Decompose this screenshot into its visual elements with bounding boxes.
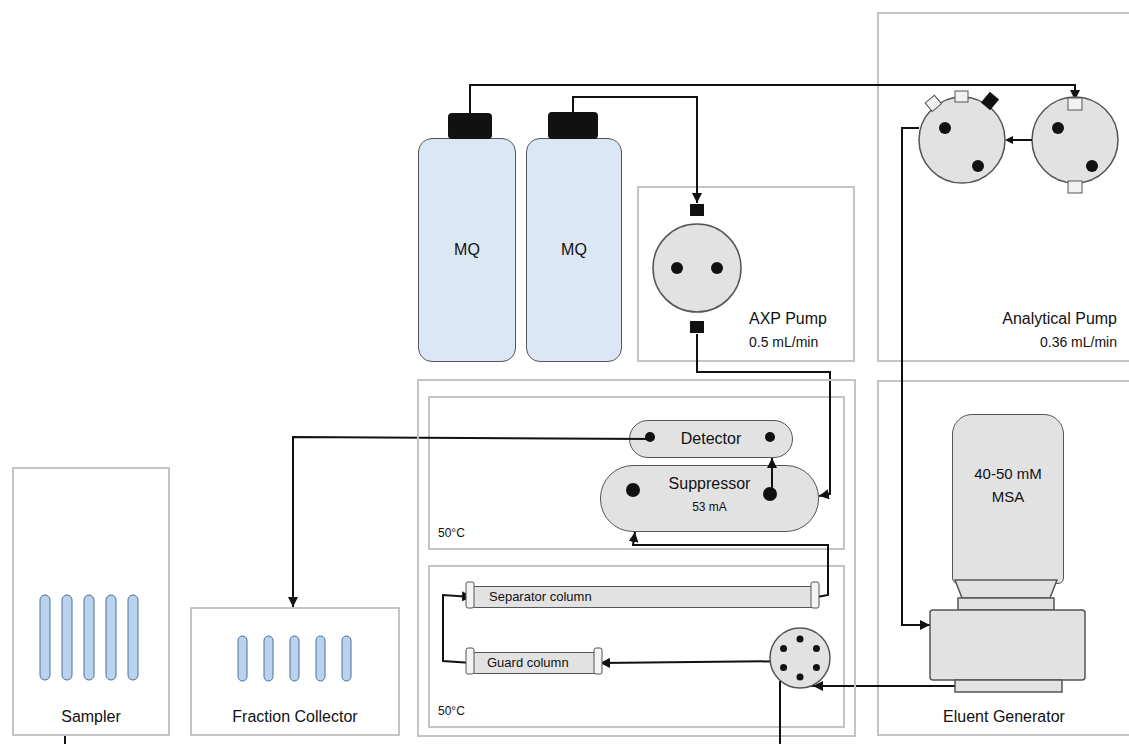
sample-tube xyxy=(84,595,94,680)
sample-tube xyxy=(342,636,351,681)
sample-tube xyxy=(106,595,116,680)
node-label: MQ xyxy=(454,241,480,259)
node-label: 50°C xyxy=(438,527,465,541)
node-label: Separator column xyxy=(489,590,592,605)
arrow-head xyxy=(1005,136,1013,144)
pump-dot xyxy=(1086,160,1098,172)
pump-module: AXP Pump 0.5 mL/min xyxy=(637,186,855,362)
node-label: 40-50 mM MSA xyxy=(961,463,1055,508)
port-dot xyxy=(763,487,777,501)
column-endcap xyxy=(466,582,474,608)
node-label: Sampler xyxy=(61,708,121,726)
sample-tube xyxy=(62,595,72,680)
port-dot xyxy=(765,432,775,442)
eluent-cartridge xyxy=(930,610,1085,680)
sample-tube xyxy=(128,595,138,680)
pump-dot xyxy=(972,160,984,172)
sample-tube xyxy=(316,636,325,681)
bottle-neck xyxy=(955,580,1057,598)
oven-compartment: 50°C Separator columnGuard column xyxy=(428,565,845,728)
flow-line xyxy=(443,595,472,663)
node-label: Suppressor xyxy=(669,475,751,493)
pump-dot xyxy=(939,122,951,134)
valve-port xyxy=(780,645,787,652)
water-bottle: MQ xyxy=(526,138,622,362)
node-label: Guard column xyxy=(487,656,569,671)
pump-dot xyxy=(711,262,723,274)
valve-port xyxy=(797,674,804,681)
pump-fitting xyxy=(955,91,968,102)
sample-line xyxy=(779,681,781,744)
sampler-module: Sampler xyxy=(12,467,170,736)
pump-dot xyxy=(1052,122,1064,134)
water-bottle: MQ xyxy=(418,138,516,362)
flow-line xyxy=(633,532,828,597)
detector-cell: Detector xyxy=(629,420,793,458)
cartridge-base xyxy=(955,680,1062,692)
node-label: Analytical Pump xyxy=(1002,310,1117,328)
port-dot xyxy=(626,483,640,497)
node-sublabel: 0.5 mL/min xyxy=(749,334,818,350)
valve-port xyxy=(780,664,787,671)
pump-fitting xyxy=(1068,98,1082,110)
flow-line xyxy=(697,334,830,496)
sample-tube xyxy=(290,636,299,681)
arrow-head xyxy=(813,681,823,691)
sample-tube xyxy=(40,595,50,680)
node-label: AXP Pump xyxy=(749,310,827,328)
valve-port xyxy=(813,645,820,652)
internal-flow xyxy=(1012,139,1032,141)
pump-fitting xyxy=(1068,181,1082,193)
column-endcap xyxy=(811,582,819,608)
node-label: MQ xyxy=(561,241,587,259)
oven-compartment: 50°C DetectorSuppressor 53 mA xyxy=(428,396,845,550)
node-sublabel: 0.36 mL/min xyxy=(1040,334,1117,350)
column-tube: Separator column xyxy=(472,586,817,608)
valve-port xyxy=(813,664,820,671)
pump-fitting xyxy=(690,204,704,216)
flow-line xyxy=(293,437,652,607)
eluent-module: Eluent Generator 40-50 mM MSA xyxy=(877,380,1129,736)
pump-module: Analytical Pump 0.36 mL/min xyxy=(877,12,1129,362)
sample-tube xyxy=(238,636,247,681)
column-endcap xyxy=(466,648,474,674)
bottle-cap xyxy=(448,113,492,139)
bottle-cap xyxy=(548,112,598,139)
node-sublabel: 53 mA xyxy=(692,501,727,515)
pump-head xyxy=(919,97,1005,183)
sample-line xyxy=(64,736,66,744)
node-label: 50°C xyxy=(438,705,465,719)
pump-fitting xyxy=(690,321,704,333)
port-dot xyxy=(645,432,655,442)
flow-line xyxy=(902,128,930,625)
flow-line xyxy=(600,661,955,686)
pump-head xyxy=(653,224,741,312)
pump-fitting xyxy=(925,95,941,111)
collector-module: Fraction Collector xyxy=(190,607,400,736)
flow-line xyxy=(771,458,773,496)
oven-housing xyxy=(418,380,855,736)
node-label: Eluent Generator xyxy=(943,708,1065,726)
pump-dot xyxy=(671,262,683,274)
injection-valve xyxy=(770,628,830,688)
node-label: Detector xyxy=(681,430,741,448)
eluent-bottle: 40-50 mM MSA xyxy=(952,414,1064,584)
pump-fitting xyxy=(981,92,999,110)
column-endcap xyxy=(594,648,602,674)
suppressor-unit: Suppressor 53 mA xyxy=(600,465,819,532)
valve-port xyxy=(797,636,804,643)
flow-line xyxy=(470,85,1075,113)
node-label: Fraction Collector xyxy=(232,708,357,726)
column-tube: Guard column xyxy=(472,652,600,674)
pump-head xyxy=(1032,97,1118,183)
flow-line xyxy=(573,97,697,203)
sample-tube xyxy=(264,636,273,681)
cartridge-ring xyxy=(958,598,1054,610)
